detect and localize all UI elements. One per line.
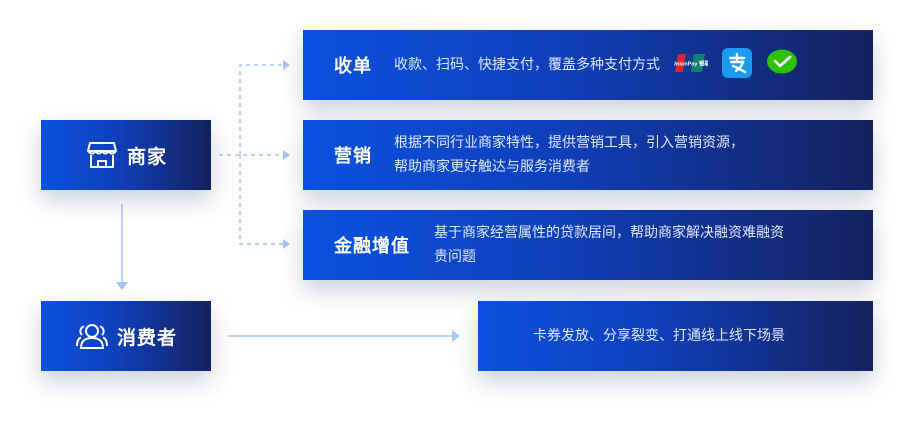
consumer-box: 消费者 (41, 301, 211, 371)
connector-merchant-to-finance (239, 155, 283, 245)
feature-marketing-desc-line-2: 帮助商家更好触达与服务消费者 (394, 159, 590, 175)
feature-acquiring-desc: 收款、扫码、快捷支付，覆盖多种支付方式 (394, 57, 660, 73)
consumer-label: 消费者 (116, 326, 177, 349)
connector-merchant-to-acquiring (239, 64, 283, 155)
svg-text:UnionPay 银联: UnionPay 银联 (674, 60, 708, 68)
payment-icons: UnionPay 银联 (672, 48, 812, 82)
feature-finance-desc-line-1: 基于商家经营属性的贷款居间，帮助商家解决融资难融资 (434, 225, 784, 241)
feature-finance-title: 金融增值 (334, 236, 410, 257)
wechat-pay-icon (766, 48, 798, 82)
feature-marketing-desc-line-1: 根据不同行业商家特性，提供营销工具，引入营销资源， (394, 135, 744, 151)
feature-marketing: 营销 根据不同行业商家特性，提供营销工具，引入营销资源， 帮助商家更好触达与服务… (303, 120, 873, 190)
feature-finance-desc-line-2: 贵问题 (434, 249, 476, 265)
feature-finance-desc: 基于商家经营属性的贷款居间，帮助商家解决融资难融资 贵问题 (434, 221, 784, 269)
feature-acquiring: 收单 收款、扫码、快捷支付，覆盖多种支付方式 UnionPay 银联 (303, 30, 873, 100)
feature-marketing-desc: 根据不同行业商家特性，提供营销工具，引入营销资源， 帮助商家更好触达与服务消费者 (394, 131, 744, 179)
users-icon (75, 321, 109, 351)
alipay-icon (722, 48, 752, 82)
arrowhead-finance (283, 239, 290, 249)
merchant-box: 商家 (41, 120, 211, 190)
arrowhead-consumer-feature (452, 330, 460, 342)
feature-finance: 金融增值 基于商家经营属性的贷款居间，帮助商家解决融资难融资 贵问题 (303, 210, 873, 280)
arrowhead-marketing (283, 150, 290, 160)
merchant-label: 商家 (126, 145, 167, 168)
unionpay-icon: UnionPay 银联 (672, 52, 710, 78)
feature-marketing-title: 营销 (334, 146, 372, 167)
consumer-feature: 卡券发放、分享裂变、打通线上线下场景 (478, 301, 873, 371)
arrowhead-consumer (116, 282, 128, 290)
store-icon (85, 140, 119, 170)
feature-acquiring-title: 收单 (334, 56, 372, 77)
arrowhead-acquiring (283, 60, 290, 70)
consumer-feature-desc: 卡券发放、分享裂变、打通线上线下场景 (533, 328, 785, 344)
